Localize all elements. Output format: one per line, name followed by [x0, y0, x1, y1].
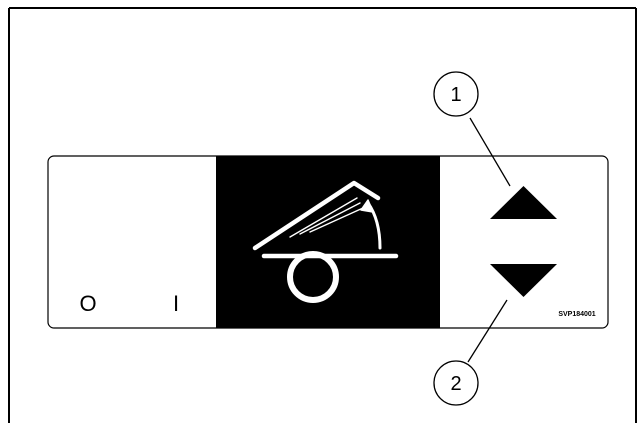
off-symbol: O — [79, 291, 96, 316]
callout-1: 1 — [433, 71, 511, 187]
tilt-bed-icon — [252, 180, 399, 303]
figure-code: SVP184001 — [558, 311, 595, 318]
callout-2: 2 — [433, 299, 508, 406]
callout-2-circle — [433, 360, 479, 406]
icon-panel — [216, 156, 440, 328]
callout-2-label: 2 — [450, 373, 461, 395]
triangle-up-icon[interactable] — [490, 186, 557, 219]
callout-1-leader — [469, 117, 511, 187]
power-legend: O I — [79, 291, 179, 316]
on-symbol: I — [173, 291, 179, 316]
callout-1-circle — [433, 71, 479, 117]
callout-2-leader — [467, 299, 508, 363]
triangle-down-icon[interactable] — [490, 264, 557, 297]
callout-1-label: 1 — [450, 84, 461, 106]
figure-frame — [8, 7, 637, 423]
